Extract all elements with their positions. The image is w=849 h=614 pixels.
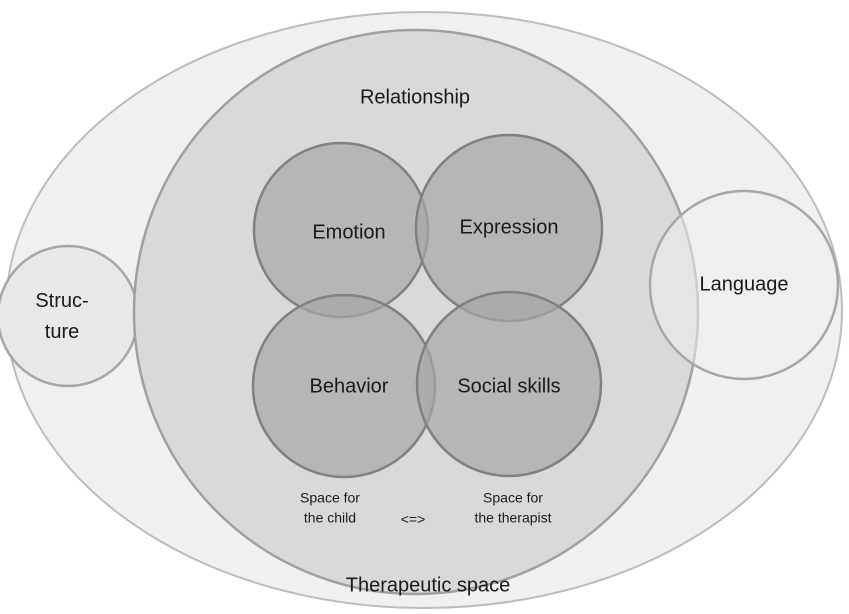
space-therapist-line2: the therapist: [474, 510, 552, 526]
social-skills-circle: [415, 290, 603, 478]
space-child-line1: Space for: [300, 489, 360, 506]
exchange-arrow: <=>: [400, 510, 426, 527]
space-for-child-label: Space for the child: [300, 488, 360, 529]
space-child-line2: the child: [303, 510, 357, 526]
behavior-label: Behavior: [309, 375, 389, 398]
expression-label: Expression: [459, 216, 559, 239]
language-label: Language: [699, 273, 789, 296]
structure-label-line2: ture: [44, 321, 80, 343]
space-for-therapist-label: Space for the therapist: [474, 488, 551, 529]
inner-circles: [251, 133, 604, 479]
space-therapist-line1: Space for: [483, 489, 543, 506]
structure-label: Struc- ture: [35, 289, 88, 345]
social-skills-label: Social skills: [457, 375, 561, 398]
language-circle: [648, 189, 840, 381]
relationship-label: Relationship: [359, 86, 471, 109]
structure-label-line1: Struc-: [35, 290, 89, 312]
emotion-label: Emotion: [312, 221, 386, 244]
therapeutic-space-label: Therapeutic space: [345, 574, 511, 597]
